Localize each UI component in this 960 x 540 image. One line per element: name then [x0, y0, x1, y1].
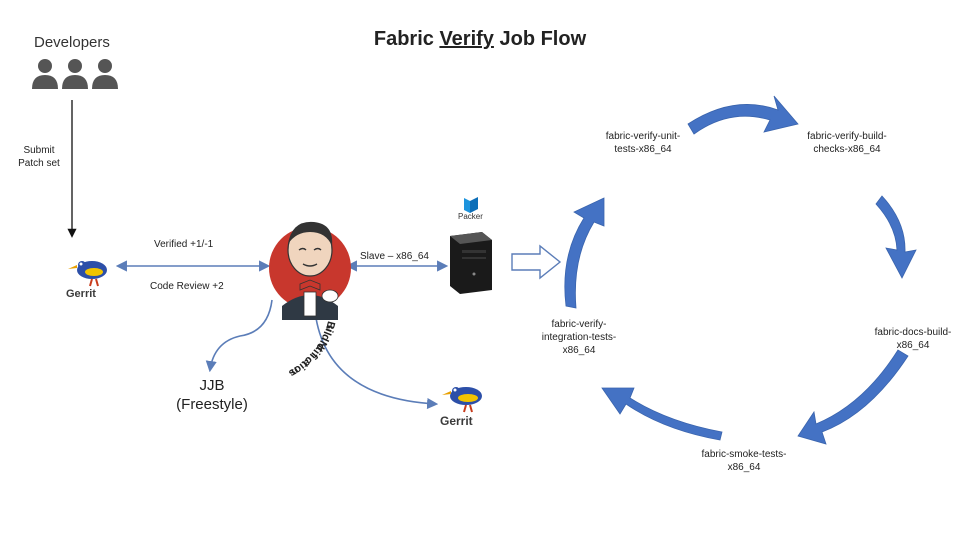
build-notifications-char: t: [312, 343, 325, 354]
job-docs-build-line-2: x86_64: [896, 340, 930, 351]
job-integration-tests: fabric-verify- integration-tests- x86_64: [524, 318, 634, 357]
gerrit-logo-bottom: Gerrit: [434, 376, 494, 436]
job-unit-tests-line-1: fabric-verify-unit-: [605, 131, 681, 142]
build-notifications-char: n: [288, 364, 301, 379]
build-notifications-char: i: [322, 326, 335, 334]
developers-label: Developers: [34, 34, 110, 51]
notification-arrow: [315, 317, 439, 410]
cycle-arrow-left: [564, 197, 605, 309]
build-notifications-char: d: [318, 332, 332, 344]
jenkins-logo: [268, 210, 352, 326]
slave-label: Slave – x86_64: [360, 251, 429, 262]
code-review-label: Code Review +2: [150, 281, 224, 292]
build-notifications-char: i: [296, 360, 307, 372]
job-docs-build: fabric-docs-build- x86_64: [858, 326, 960, 352]
job-build-checks-line-1: fabric-verify-build-: [807, 131, 887, 142]
gerrit-logo-left: Gerrit: [62, 250, 116, 310]
verified-label: Verified +1/-1: [154, 239, 214, 250]
job-integration-tests-line-1: fabric-verify-: [551, 319, 607, 330]
job-build-checks-line-2: checks-x86_64: [813, 144, 881, 155]
cycle-arrow-bottom: [601, 387, 723, 441]
build-notifications-char: i: [306, 351, 318, 362]
jjb-line-1: JJB: [199, 377, 225, 394]
build-notifications-char: o: [312, 340, 327, 354]
jenkins-jjb-arrow: [205, 299, 273, 373]
job-smoke-tests-line-2: x86_64: [727, 462, 761, 473]
title-underlined: Verify: [439, 28, 494, 50]
build-notifications-char: i: [310, 346, 323, 356]
cycle-arrow-top: [687, 95, 799, 135]
server-tower-icon: [446, 230, 494, 294]
build-notifications-char: s: [286, 366, 298, 380]
build-notifications-char: o: [291, 362, 304, 377]
build-notifications-char: a: [299, 356, 313, 370]
title-prefix: Fabric: [373, 28, 440, 50]
build-notifications-char: t: [298, 358, 310, 370]
page-title: Fabric Verify Job Flow: [0, 28, 960, 51]
submit-line-2: Patch set: [18, 158, 60, 169]
hollow-arrow: [511, 244, 562, 280]
build-notifications-char: c: [302, 353, 316, 367]
gerrit-bottom-text: Gerrit: [440, 414, 473, 428]
job-unit-tests: fabric-verify-unit- tests-x86_64: [588, 130, 698, 156]
gerrit-left-text: Gerrit: [66, 288, 96, 300]
build-notifications-char: l: [321, 329, 334, 337]
jjb-label: JJB (Freestyle): [160, 376, 264, 414]
packer-logo-text: Packer: [458, 212, 483, 221]
job-integration-tests-line-2: integration-tests-: [541, 332, 617, 343]
job-docs-build-line-1: fabric-docs-build-: [874, 327, 952, 338]
title-suffix: Job Flow: [493, 28, 587, 50]
job-build-checks: fabric-verify-build- checks-x86_64: [792, 130, 902, 156]
build-notifications-char: N: [314, 338, 329, 352]
submit-line-1: Submit: [23, 145, 55, 156]
jjb-line-2: (Freestyle): [176, 396, 248, 413]
build-notifications-char: f: [308, 348, 321, 360]
cycle-arrow-bottom-right: [797, 349, 909, 445]
job-integration-tests-line-3: x86_64: [562, 345, 596, 356]
job-smoke-tests: fabric-smoke-tests- x86_64: [686, 448, 802, 474]
job-unit-tests-line-2: tests-x86_64: [614, 144, 672, 155]
cycle-arrow-right: [875, 195, 917, 279]
job-smoke-tests-line-1: fabric-smoke-tests-: [701, 449, 787, 460]
submit-patch-label: Submit Patch set: [10, 144, 68, 170]
packer-logo: Packer: [456, 196, 490, 226]
